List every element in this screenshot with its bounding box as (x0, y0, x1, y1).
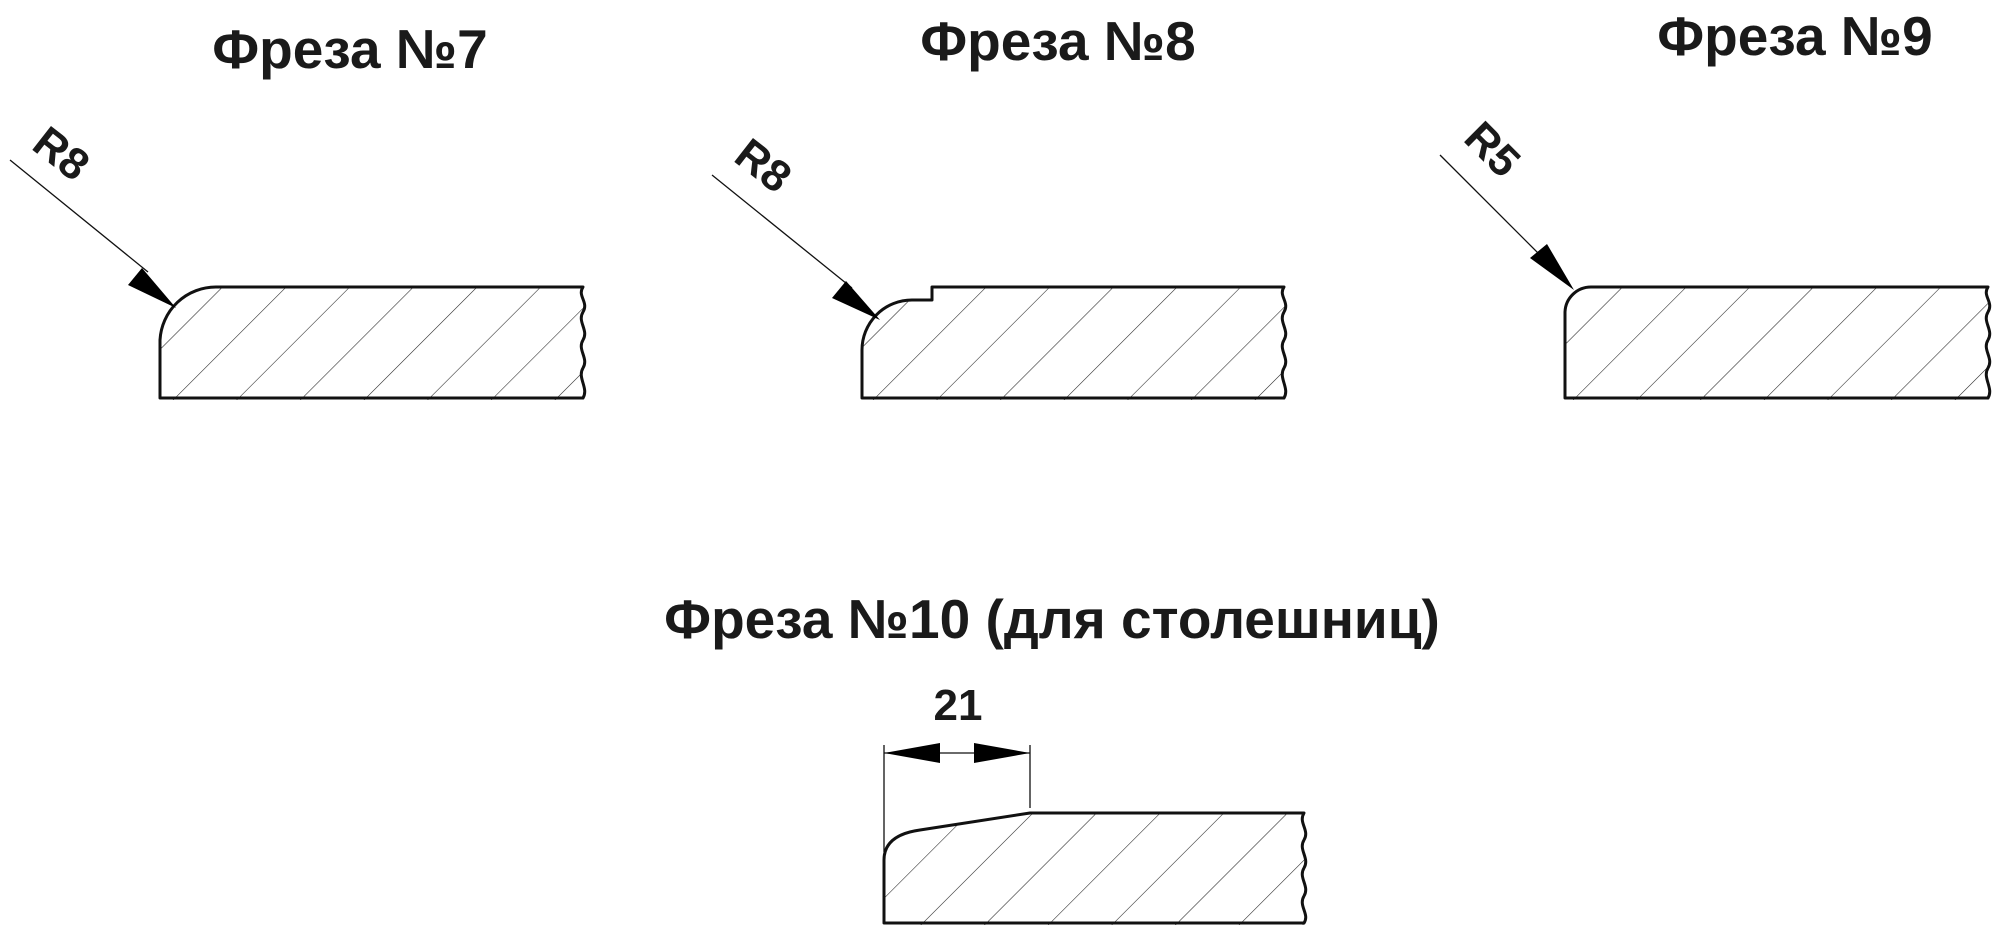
profile-10-outline (882, 811, 1308, 925)
profile-10-width-label: 21 (934, 681, 983, 730)
profile-7-title: Фреза №7 (212, 18, 488, 80)
profile-9-radius-leader (1439, 154, 1546, 261)
profile-9-title: Фреза №9 (1657, 5, 1933, 67)
profile-9: Фреза №9 R5 (1439, 5, 1992, 400)
profile-7: Фреза №7 R8 (9, 18, 587, 400)
profile-8-hatching (862, 287, 1284, 400)
profile-10-hatching (884, 813, 1304, 925)
profile-9-hatching (1565, 286, 1988, 400)
profile-8-radius-arrow (832, 281, 880, 320)
profile-8: Фреза №8 R8 (711, 10, 1288, 400)
profile-10-dimension-arrow-right (974, 743, 1030, 763)
profile-10-title: Фреза №10 (для столешниц) (664, 588, 1440, 650)
profile-7-hatching (160, 286, 583, 400)
profile-7-radius-arrow (128, 268, 176, 308)
profile-9-radius-arrow (1530, 244, 1574, 290)
profile-9-outline (1563, 285, 1992, 400)
profile-10-dimension-arrow-left (884, 743, 940, 763)
profile-8-outline (860, 285, 1288, 400)
profile-7-radius-leader (9, 159, 149, 273)
profile-8-title: Фреза №8 (920, 10, 1196, 72)
profile-8-radius-label: R8 (726, 129, 800, 202)
profile-8-radius-leader (711, 174, 853, 289)
profile-9-radius-label: R5 (1455, 112, 1529, 186)
profile-10: Фреза №10 (для столешниц) 21 (664, 588, 1440, 925)
profile-7-outline (158, 285, 587, 400)
